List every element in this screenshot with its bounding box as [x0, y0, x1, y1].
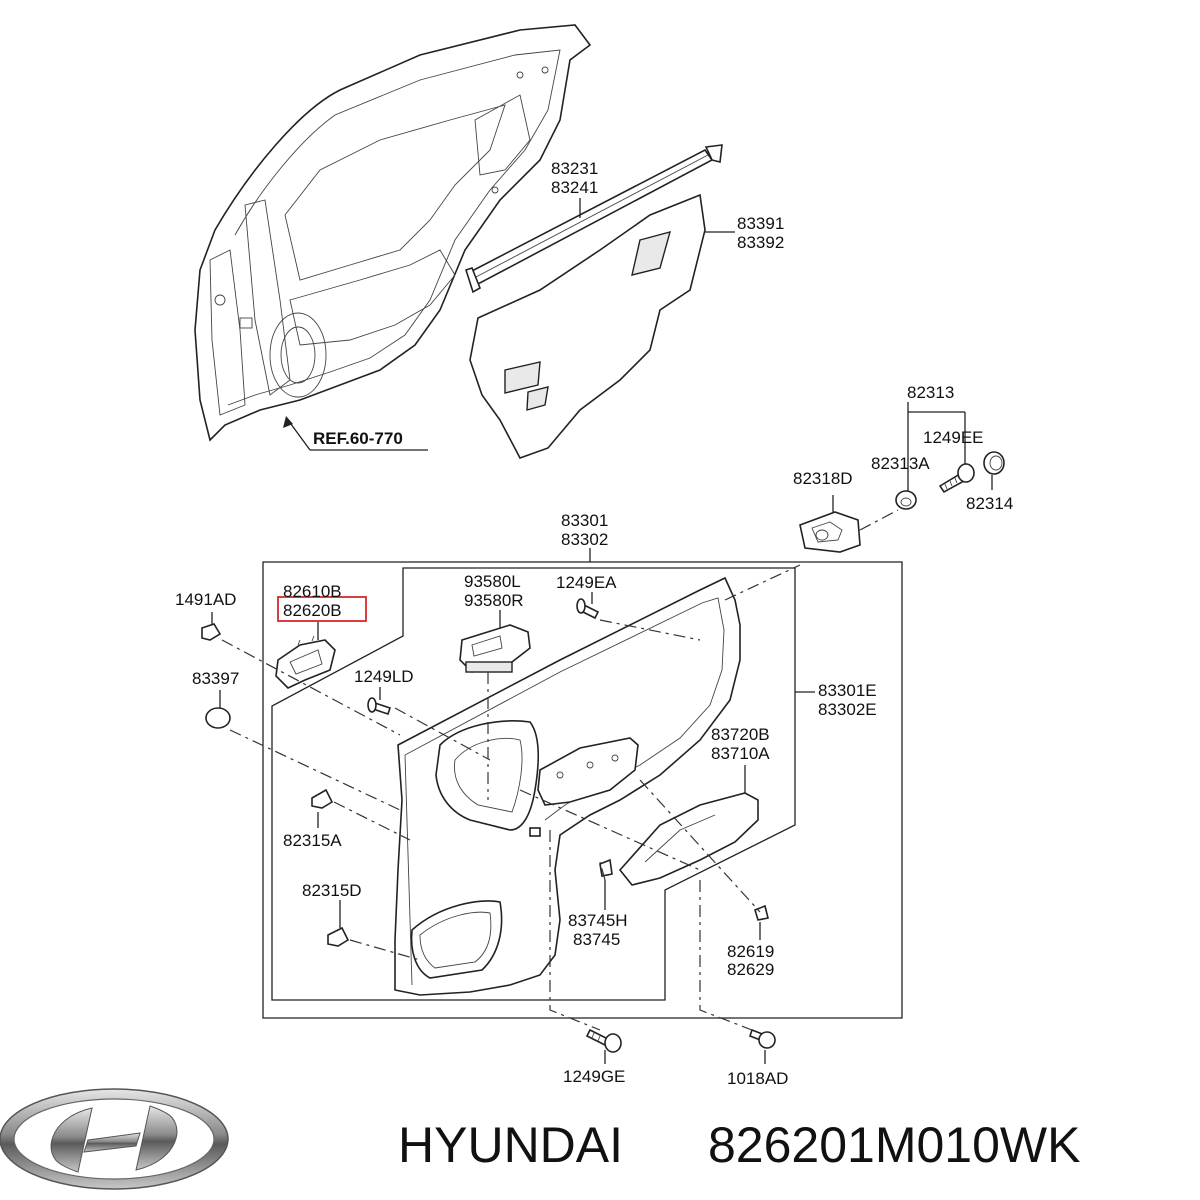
label-83720B: 83720B — [711, 725, 770, 744]
bracket-82318D-drawing — [799, 511, 861, 553]
label-82313: 82313 — [907, 383, 954, 402]
label-82619: 82619 — [727, 942, 774, 961]
hyundai-logo — [0, 1088, 229, 1190]
ref-label: REF.60-770 — [313, 429, 403, 448]
label-83231: 83231 — [551, 159, 598, 178]
label-82314: 82314 — [966, 494, 1013, 513]
label-83301: 83301 — [561, 511, 608, 530]
clip-1491AD-icon — [201, 623, 222, 641]
label-82629: 82629 — [727, 960, 774, 979]
label-83302E: 83302E — [818, 700, 877, 719]
label-82313A: 82313A — [871, 454, 930, 473]
assembly-lines — [221, 564, 801, 1031]
door-frame-drawing — [194, 24, 592, 442]
caption-part-number: 826201M010WK — [708, 1117, 1080, 1173]
label-83710A: 83710A — [711, 744, 770, 763]
label-1249GE: 1249GE — [563, 1067, 625, 1086]
armrest-drawing — [618, 792, 759, 886]
highlight-box — [277, 596, 367, 622]
power-window-switch-drawing — [459, 624, 531, 673]
screw-1249EA-icon — [576, 598, 600, 620]
part-labels: 83231 83241 83391 83392 82313 1249EE 823… — [175, 159, 1013, 1088]
label-83241: 83241 — [551, 178, 598, 197]
screw-1249GE-icon — [585, 1028, 622, 1053]
label-93580R: 93580R — [464, 591, 524, 610]
label-1491AD: 1491AD — [175, 590, 236, 609]
sealing-sheet-drawing — [469, 193, 706, 459]
label-82318D: 82318D — [793, 469, 853, 488]
clip-82315D-icon — [327, 926, 350, 947]
label-83745H: 83745H — [568, 911, 628, 930]
clip-82315A-icon — [311, 788, 334, 809]
inside-handle-drawing — [275, 635, 336, 689]
label-83302: 83302 — [561, 530, 608, 549]
label-83301E: 83301E — [818, 681, 877, 700]
label-83745: 83745 — [573, 930, 620, 949]
label-83392: 83392 — [737, 233, 784, 252]
cap-83397-icon — [205, 707, 231, 729]
assembly-boxes — [262, 548, 903, 1019]
label-83397: 83397 — [192, 669, 239, 688]
clip-82619-icon — [754, 904, 769, 921]
reference-pointer — [283, 416, 428, 451]
door-trim-panel-drawing — [394, 576, 741, 996]
label-1249EA: 1249EA — [556, 573, 617, 592]
clip-83745-icon — [599, 858, 613, 877]
screw-1018AD-icon — [748, 1028, 776, 1049]
weatherstrip-drawing — [464, 144, 723, 294]
label-93580L: 93580L — [464, 572, 521, 591]
label-82610B: 82610B — [283, 582, 342, 601]
caption-brand: HYUNDAI — [398, 1117, 623, 1173]
label-1249EE: 1249EE — [923, 428, 984, 447]
label-82315D: 82315D — [302, 881, 362, 900]
label-83391: 83391 — [737, 214, 784, 233]
screw-1249LD-icon — [367, 697, 392, 716]
label-1249LD: 1249LD — [354, 667, 414, 686]
nut-82313A-icon — [895, 490, 917, 510]
label-82620B: 82620B — [283, 601, 342, 620]
label-1018AD: 1018AD — [727, 1069, 788, 1088]
cap-82314-icon — [983, 451, 1005, 475]
label-82315A: 82315A — [283, 831, 342, 850]
bolt-1249EE-icon — [938, 463, 975, 494]
